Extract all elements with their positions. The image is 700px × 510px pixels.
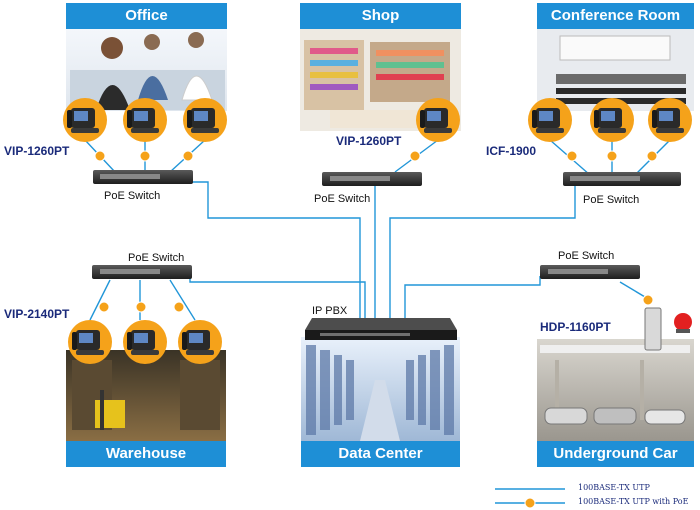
shop-switch-label: PoE Switch — [314, 193, 371, 205]
carpark-title: Underground Car Park — [553, 445, 678, 488]
shop-title: Shop — [361, 7, 400, 24]
poe-badge-icon — [642, 294, 654, 306]
beacon-icon — [674, 313, 692, 331]
switches — [92, 170, 681, 340]
carpark-intercom — [644, 307, 692, 351]
pbx-icon — [305, 318, 457, 340]
conference-switch-label: PoE Switch — [583, 194, 640, 206]
link-carpark-pbx — [404, 276, 541, 318]
conference-switch-icon — [563, 172, 681, 186]
office-title-bar — [66, 3, 227, 29]
conference-site — [537, 3, 694, 111]
shop-switch-icon — [322, 172, 422, 186]
conference-title-bar — [537, 3, 694, 29]
phone-icon — [528, 98, 572, 142]
link-office-pbx — [180, 181, 361, 318]
phone-icon — [123, 320, 167, 364]
warehouse-switch-icon — [92, 265, 192, 279]
phone-icon — [68, 320, 112, 364]
office-switch-icon — [93, 170, 193, 184]
office-model-label: VIP-1260PT — [4, 144, 70, 158]
phone-icon — [648, 98, 692, 142]
carpark-model-label: HDP-1160PT — [540, 320, 611, 334]
pbx-label: IP PBX — [312, 305, 348, 317]
warehouse-title: Warehouse — [105, 445, 187, 462]
conference-title: Conference Room — [550, 7, 681, 24]
phone-icon — [178, 320, 222, 364]
datacenter-title-bar — [301, 441, 460, 467]
poe-badge-icon — [135, 301, 147, 313]
legend — [495, 488, 565, 509]
shop-model-label: VIP-1260PT — [336, 134, 402, 148]
warehouse-site — [66, 350, 226, 467]
phone-icon — [416, 98, 460, 142]
conference-phones — [528, 98, 692, 142]
poe-badge-icon — [98, 301, 110, 313]
datacenter-title: Data Center — [338, 445, 423, 462]
poe-badge-icon — [409, 150, 421, 162]
utp-links — [180, 181, 600, 318]
phone-icon — [590, 98, 634, 142]
poe-badge-icon — [182, 150, 194, 162]
warehouse-model-label: VIP-2140PT — [4, 307, 70, 321]
office-title: Office — [125, 7, 168, 24]
legend-utp-label: 100BASE-TX UTP — [578, 483, 650, 492]
conference-model-label: ICF-1900 — [486, 144, 537, 158]
poe-badge-icon — [606, 150, 618, 162]
poe-badge-icon — [646, 150, 658, 162]
phone-icon — [123, 98, 167, 142]
poe-badge-icon — [94, 150, 106, 162]
carpark-switch-icon — [540, 265, 640, 279]
shop-phones — [416, 98, 460, 142]
warehouse-phones — [68, 320, 222, 364]
legend-poe-badge-icon — [524, 497, 536, 509]
office-switch-label: PoE Switch — [104, 190, 161, 202]
poe-links — [84, 139, 671, 321]
carpark-title-bar — [537, 441, 694, 467]
carpark-site — [537, 339, 694, 467]
warehouse-title-bar — [66, 441, 226, 467]
carpark-switch-label: PoE Switch — [558, 250, 615, 262]
carpark-photo — [537, 339, 694, 441]
phone-icon — [63, 98, 107, 142]
datacenter-site — [301, 337, 460, 467]
poe-badge-icon — [139, 150, 151, 162]
office-phones — [63, 98, 227, 142]
legend-poe-label: 100BASE-TX UTP with PoE — [578, 497, 689, 506]
shop-title-bar — [300, 3, 461, 29]
phone-icon — [183, 98, 227, 142]
poe-badge-icon — [566, 150, 578, 162]
poe-badge-icon — [173, 301, 185, 313]
intercom-icon — [644, 307, 662, 351]
warehouse-switch-label: PoE Switch — [128, 252, 185, 264]
